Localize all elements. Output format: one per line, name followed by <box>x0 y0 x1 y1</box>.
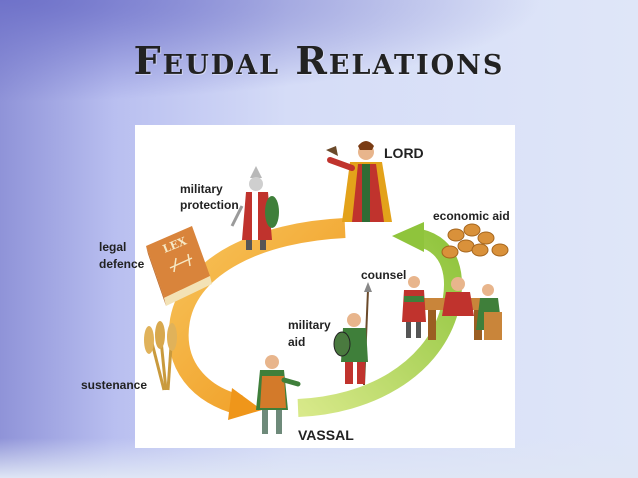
orange-arrow-lord-to-vassal <box>168 218 346 420</box>
lord-label: LORD <box>384 145 424 161</box>
slide-title: Feudal Relations <box>133 38 505 83</box>
military-protection-label-line2: protection <box>180 198 239 212</box>
counsel-label: counsel <box>361 268 407 282</box>
military-aid-label-line2: aid <box>288 335 306 349</box>
legal-defence-label-line2: defence <box>99 257 145 271</box>
counsel-table-scene <box>402 276 502 340</box>
lex-book-icon: LEX <box>146 226 212 306</box>
wheat-sheaf-icon <box>144 321 177 391</box>
sustenance-label: sustenance <box>81 378 148 392</box>
vassal-label: VASSAL <box>298 427 354 443</box>
economic-aid-label: economic aid <box>433 209 510 223</box>
legal-defence-label-line1: legal <box>99 240 127 254</box>
military-aid-label-line1: military <box>288 318 331 332</box>
vassal-figure <box>256 355 301 434</box>
spear-soldier-figure <box>333 282 372 386</box>
background-glow <box>0 0 638 120</box>
knight-figure <box>230 166 279 250</box>
gold-coins-icon <box>441 223 509 259</box>
lord-figure <box>326 141 392 222</box>
military-protection-label-line1: military <box>180 182 223 196</box>
